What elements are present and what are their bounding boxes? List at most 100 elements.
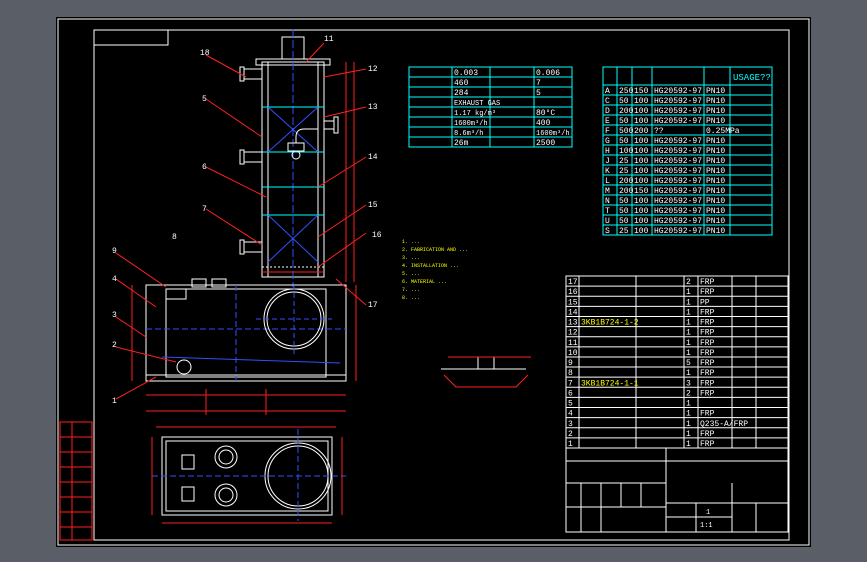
nozzle-cell: 25	[619, 167, 629, 176]
nozzle-cell: 100	[634, 167, 649, 176]
nozzle-cell: E	[605, 117, 610, 126]
tech-data-table: 0.003 0.006 460 7 284 5 EXHAUST GAS 1.17…	[408, 66, 573, 148]
tech-r7-c3: 2500	[536, 139, 555, 148]
tech-req-3: 3. ...	[402, 255, 420, 261]
nozzle-cell: F	[605, 127, 610, 136]
nozzle-cell: 200	[634, 127, 649, 136]
nozzle-cell: 25	[619, 227, 629, 236]
tech-r3-c1: EXHAUST GAS	[454, 100, 500, 108]
bom-cell: 1	[686, 400, 691, 409]
callout-9: 9	[112, 247, 117, 256]
bom-cell: 11	[568, 339, 578, 348]
nozzle-cell: ??	[654, 127, 664, 136]
bom-cell: 1	[686, 319, 691, 328]
bom-cell: Q235-A/FRP	[700, 420, 748, 429]
callout-4: 4	[112, 275, 117, 284]
nozzle-cell: 250	[619, 87, 634, 96]
nozzle-cell: T	[605, 207, 610, 216]
nozzle-cell: HG20592-97	[654, 217, 702, 226]
nozzle-cell: C	[605, 97, 610, 106]
inner-border	[93, 29, 790, 541]
tech-r6-c3: 1600m³/h	[536, 130, 570, 138]
callout-16: 16	[372, 231, 382, 240]
callout-15: 15	[368, 201, 378, 210]
tower-elevation	[239, 29, 355, 287]
bom-cell: 1	[686, 369, 691, 378]
callout-5: 5	[202, 95, 207, 104]
nozzle-cell: HG20592-97	[654, 157, 702, 166]
tech-r1-c1: 460	[454, 79, 469, 88]
nozzle-cell: K	[605, 167, 610, 176]
nozzle-cell: HG20592-97	[654, 227, 702, 236]
title-sheet: 1	[706, 509, 710, 517]
tech-req-8: 8. ...	[402, 295, 420, 301]
nozzle-cell: 100	[634, 117, 649, 126]
nozzle-cell: 50	[619, 207, 629, 216]
bom-cell: 1	[686, 440, 691, 449]
tech-requirements: 1. ... 2. FABRICATION AND ... 3. ... 4. …	[402, 239, 468, 301]
bom-cell: FRP	[700, 308, 715, 317]
tech-r2-c1: 284	[454, 89, 469, 98]
bom-cell: FRP	[700, 278, 715, 287]
title-block	[565, 447, 789, 533]
nozzle-cell: 150	[634, 87, 649, 96]
nozzle-cell: J	[605, 157, 610, 166]
nozzle-cell: HG20592-97	[654, 207, 702, 216]
nozzle-cell: G	[605, 137, 610, 146]
nozzle-cell: 100	[634, 197, 649, 206]
tech-req-6: 6. MATERIAL ...	[402, 279, 447, 285]
nozzle-cell: PN10	[706, 137, 725, 146]
bom-cell: 10	[568, 349, 578, 358]
nozzle-cell: 50	[619, 117, 629, 126]
tank-elevation	[131, 278, 357, 415]
bom-cell: 6	[568, 389, 573, 398]
callout-3: 3	[112, 311, 117, 320]
nozzle-cell: 100	[634, 137, 649, 146]
bom-cell: FRP	[700, 410, 715, 419]
callout-leaders	[115, 42, 367, 400]
tech-r5-c3: 400	[536, 119, 551, 128]
outer-border	[57, 18, 810, 546]
callout-1: 1	[112, 397, 117, 406]
nozzle-cell: L	[605, 177, 610, 186]
bom-cell: 1	[686, 430, 691, 439]
nozzle-cell: H	[605, 147, 610, 156]
tech-req-7: 7. ...	[402, 287, 420, 293]
nozzle-cell: HG20592-97	[654, 197, 702, 206]
nozzle-usage-header: USAGE??	[733, 73, 771, 83]
detail-view	[441, 356, 531, 388]
nozzle-cell: U	[605, 217, 610, 226]
nozzle-cell: HG20592-97	[654, 177, 702, 186]
bom-cell: FRP	[700, 379, 715, 388]
nozzle-cell: PN10	[706, 147, 725, 156]
tech-r6-c1: 8.6m³/h	[454, 130, 483, 138]
nozzle-cell: 100	[634, 177, 649, 186]
nozzle-cell: PN10	[706, 97, 725, 106]
nozzle-cell: PN10	[706, 197, 725, 206]
callout-7: 7	[202, 205, 207, 214]
callout-17: 17	[368, 301, 378, 310]
nozzle-cell: PN10	[706, 177, 725, 186]
bom-cell: FRP	[700, 430, 715, 439]
tech-r4-c3: 80°C	[536, 109, 555, 118]
nozzle-cell: PN10	[706, 217, 725, 226]
nozzle-cell: 0.25MPa	[706, 127, 740, 136]
nozzle-cell: 100	[634, 207, 649, 216]
nozzle-cell: HG20592-97	[654, 117, 702, 126]
bom-cell: 8	[568, 369, 573, 378]
nozzle-cell: HG20592-97	[654, 97, 702, 106]
callout-14: 14	[368, 153, 378, 162]
bom-cell: 1	[686, 410, 691, 419]
bom-cell: 1	[686, 298, 691, 307]
nozzle-cell: 500	[619, 127, 634, 136]
bom-cell: FRP	[700, 349, 715, 358]
bom-cell: 5	[568, 400, 573, 409]
bom-cell: FRP	[700, 329, 715, 338]
bom-cell: 1	[568, 440, 573, 449]
nozzle-cell: 50	[619, 97, 629, 106]
bom-cell: 5	[686, 359, 691, 368]
nozzle-cell: 200	[619, 107, 634, 116]
bom-cell: 1	[686, 349, 691, 358]
callout-12: 12	[368, 65, 378, 74]
